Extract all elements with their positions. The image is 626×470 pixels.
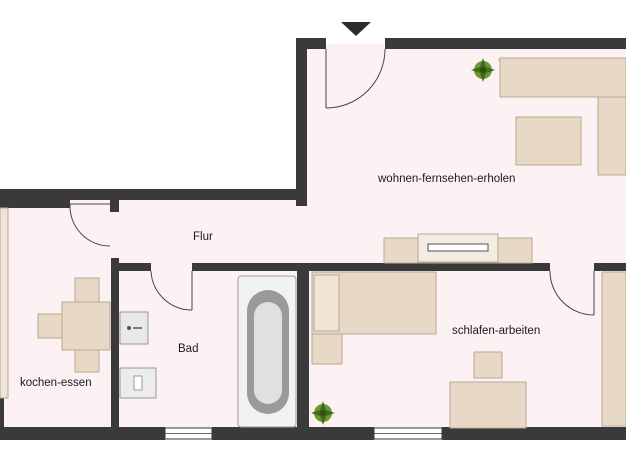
wall — [442, 427, 626, 440]
wall — [192, 263, 310, 271]
wall — [212, 427, 374, 440]
chair — [74, 277, 100, 303]
wall — [296, 38, 326, 49]
wall — [385, 38, 626, 49]
wall — [296, 38, 307, 206]
dining-table — [61, 301, 111, 351]
door-kochen — [69, 203, 111, 247]
door-bad — [150, 270, 193, 311]
walls — [0, 38, 626, 440]
wall — [110, 200, 119, 212]
tv-screen — [427, 243, 489, 252]
wall — [0, 189, 306, 200]
door-entrance — [325, 48, 386, 109]
room-label-kochen: kochen-essen — [20, 377, 92, 389]
nightstand — [311, 333, 343, 365]
entrance-arrow-icon — [341, 22, 371, 36]
chair — [74, 349, 100, 373]
wardrobe — [601, 271, 626, 427]
chair — [473, 351, 503, 379]
plant-icon — [471, 58, 495, 82]
living-furniture — [383, 57, 626, 264]
pillow — [313, 274, 340, 332]
wall — [310, 263, 550, 271]
plant-icon — [311, 401, 335, 425]
sofa-side — [597, 96, 626, 176]
wall — [594, 263, 626, 271]
desk — [449, 381, 527, 429]
doors — [69, 48, 595, 316]
kitchen-furniture — [0, 207, 111, 399]
door-schlafen — [549, 270, 595, 316]
bedroom-furniture — [311, 271, 626, 429]
wall — [0, 427, 165, 440]
windows — [164, 427, 443, 440]
bathtub-basin — [254, 302, 282, 404]
chair — [37, 313, 63, 339]
wall — [0, 200, 70, 208]
sofa-seat — [499, 57, 626, 98]
coffee-table — [515, 116, 582, 166]
room-label-flur: Flur — [193, 231, 213, 243]
counter — [0, 207, 9, 399]
room-label-bad: Bad — [178, 343, 198, 355]
wall — [297, 263, 309, 433]
room-label-wohnen: wohnen-fernsehen-erholen — [377, 173, 515, 185]
wall — [111, 258, 119, 433]
bathroom-fixtures — [119, 275, 297, 428]
room-label-schlafen: schlafen-arbeiten — [452, 325, 540, 337]
wall — [111, 263, 151, 271]
